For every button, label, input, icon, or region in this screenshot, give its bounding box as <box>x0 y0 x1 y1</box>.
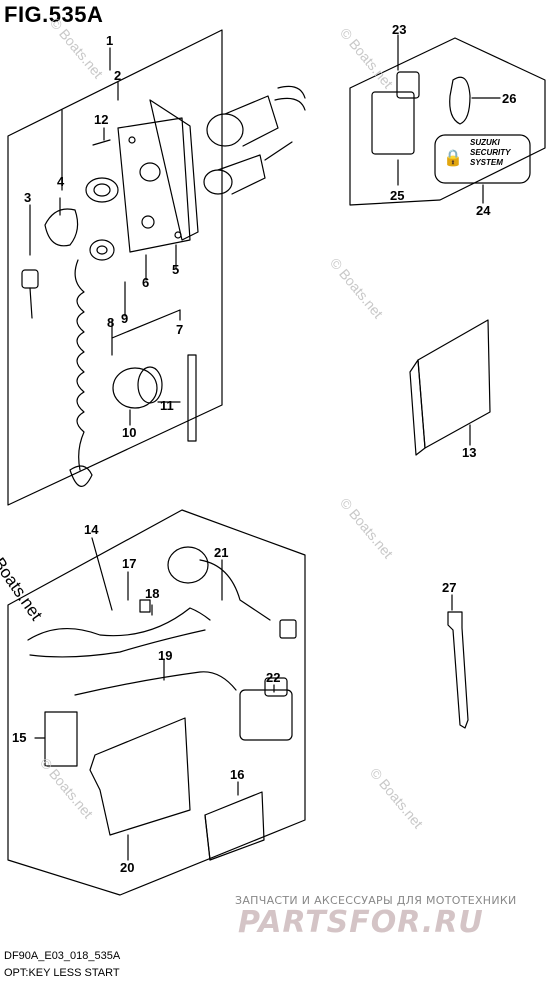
callout-20: 20 <box>120 860 135 875</box>
callout-15: 15 <box>12 730 27 745</box>
callout-9: 9 <box>121 311 129 326</box>
lower-left-box <box>7 509 306 896</box>
callout-10: 10 <box>122 425 137 440</box>
callout-22: 22 <box>266 670 281 685</box>
callout-14: 14 <box>84 522 99 537</box>
callout-25: 25 <box>390 188 405 203</box>
callout-18: 18 <box>145 586 160 601</box>
callout-5: 5 <box>172 262 180 277</box>
security-label-line1: SUZUKI <box>470 138 500 147</box>
figure-title: FIG.535A <box>4 2 104 27</box>
callout-12: 12 <box>94 112 109 127</box>
callout-17: 17 <box>122 556 137 571</box>
callout-3: 3 <box>24 190 32 205</box>
callout-19: 19 <box>158 648 173 663</box>
callout-6: 6 <box>142 275 150 290</box>
security-system-label: SUZUKI SECURITY SYSTEM <box>470 138 510 168</box>
callout-8: 8 <box>107 315 115 330</box>
callout-27: 27 <box>442 580 457 595</box>
callout-11: 11 <box>160 398 174 413</box>
callout-13: 13 <box>462 445 477 460</box>
callout-1: 1 <box>106 33 114 48</box>
callout-4: 4 <box>57 174 65 189</box>
callout-16: 16 <box>230 767 245 782</box>
footer-caption: OPT:KEY LESS START <box>4 967 120 979</box>
footer-code: DF90A_E03_018_535A <box>4 950 121 962</box>
lock-icon: 🔒 <box>443 150 463 167</box>
callout-26: 26 <box>502 91 517 106</box>
brand-subtitle: ЗАПЧАСТИ И АКСЕССУАРЫ ДЛЯ МОТОТЕХНИКИ <box>235 894 517 907</box>
callout-21: 21 <box>214 545 229 560</box>
security-label-line3: SYSTEM <box>470 158 503 167</box>
callout-7: 7 <box>176 322 184 337</box>
callout-23: 23 <box>392 22 407 37</box>
security-label-line2: SECURITY <box>470 148 511 157</box>
upper-right-box <box>349 37 546 206</box>
brand-logo: PARTSFOR.RU <box>238 905 484 940</box>
callout-2: 2 <box>114 68 122 83</box>
callout-24: 24 <box>476 203 491 218</box>
upper-left-box <box>7 29 223 506</box>
